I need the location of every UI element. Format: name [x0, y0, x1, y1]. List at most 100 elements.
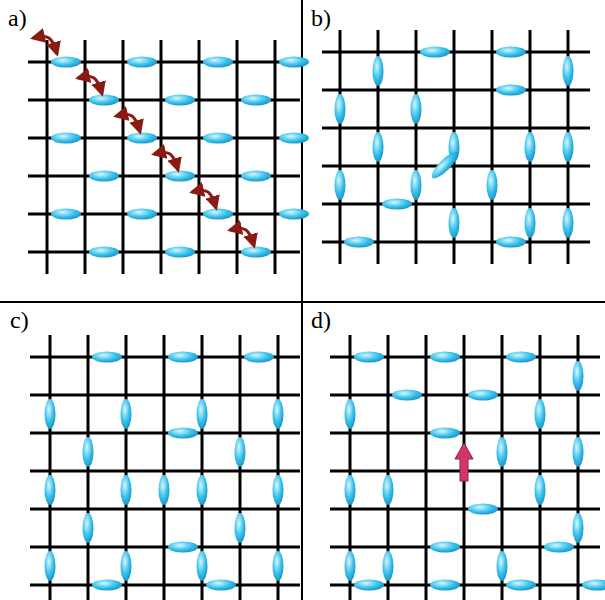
dimer	[563, 56, 574, 86]
square-lattice	[330, 335, 600, 600]
dimer	[506, 352, 536, 363]
dimer	[197, 399, 208, 429]
dimer	[45, 399, 56, 429]
dimer	[121, 551, 132, 581]
dimer	[197, 475, 208, 505]
dimer	[273, 399, 284, 429]
dimer	[335, 170, 346, 200]
dimer	[430, 352, 460, 363]
resonating-dimer	[428, 148, 461, 181]
dimer	[345, 551, 356, 581]
dimer	[127, 209, 157, 220]
dimer-set	[345, 352, 605, 591]
dimer-set	[45, 352, 284, 591]
dimer	[382, 199, 412, 210]
dimer	[165, 247, 195, 258]
dimer	[273, 475, 284, 505]
panel-divider	[301, 0, 303, 600]
dimer	[573, 513, 584, 543]
dimer	[235, 513, 246, 543]
dimer	[89, 247, 119, 258]
dimer	[430, 580, 460, 591]
dimer	[525, 132, 536, 162]
panel-label: a)	[8, 6, 27, 30]
square-lattice	[28, 40, 300, 274]
dimer	[354, 352, 384, 363]
dimer	[496, 85, 526, 96]
dimer	[506, 580, 536, 591]
dimer	[241, 171, 271, 182]
dimer	[165, 171, 195, 182]
dimer	[83, 513, 94, 543]
dimer	[273, 551, 284, 581]
dimer	[203, 57, 233, 68]
dimer	[563, 132, 574, 162]
dimer	[573, 361, 584, 391]
dimer	[121, 475, 132, 505]
panel-label: d)	[311, 308, 331, 332]
dimer	[168, 352, 198, 363]
dimer	[165, 95, 195, 106]
dimer	[83, 437, 94, 467]
spin-arrow	[455, 443, 473, 481]
dimer	[383, 551, 394, 581]
dimer	[373, 56, 384, 86]
dimer	[241, 95, 271, 106]
dimer	[45, 475, 56, 505]
dimer	[127, 57, 157, 68]
dimer	[496, 47, 526, 58]
dimer	[497, 551, 508, 581]
dimer-set	[335, 47, 574, 248]
dimer	[411, 94, 422, 124]
dimer	[89, 95, 119, 106]
dimer	[430, 542, 460, 553]
dimer	[563, 208, 574, 238]
dimer	[535, 399, 546, 429]
square-lattice	[30, 335, 300, 600]
dimer	[449, 208, 460, 238]
dimer	[392, 390, 422, 401]
dimer	[497, 437, 508, 467]
dimer	[168, 428, 198, 439]
panel-label: c)	[10, 308, 29, 332]
dimer	[354, 580, 384, 591]
dimer	[535, 475, 546, 505]
dimer	[92, 580, 122, 591]
dimer	[279, 133, 309, 144]
dimer	[430, 428, 460, 439]
dimer	[344, 237, 374, 248]
dimer	[51, 57, 81, 68]
dimer	[51, 133, 81, 144]
dimer	[203, 209, 233, 220]
dimer-set	[51, 57, 309, 258]
dimer	[345, 399, 356, 429]
dimer	[89, 171, 119, 182]
dimer	[244, 352, 274, 363]
dimer	[203, 133, 233, 144]
square-lattice	[322, 30, 590, 264]
dimer	[383, 475, 394, 505]
dimer	[121, 399, 132, 429]
dimer	[127, 133, 157, 144]
dimer	[45, 551, 56, 581]
dimer	[468, 504, 498, 515]
dimer	[582, 580, 605, 591]
dimer	[373, 132, 384, 162]
dimer	[468, 390, 498, 401]
dimer	[159, 475, 170, 505]
dimer	[206, 580, 236, 591]
dimer	[197, 551, 208, 581]
panel-divider	[0, 301, 605, 303]
dimer	[420, 47, 450, 58]
hopping-arrows	[33, 36, 254, 246]
dimer	[573, 437, 584, 467]
dimer	[411, 170, 422, 200]
dimer	[92, 352, 122, 363]
dimer	[335, 94, 346, 124]
dimer	[51, 209, 81, 220]
dimer	[496, 237, 526, 248]
dimer	[241, 247, 271, 258]
panel-label: b)	[311, 6, 331, 30]
